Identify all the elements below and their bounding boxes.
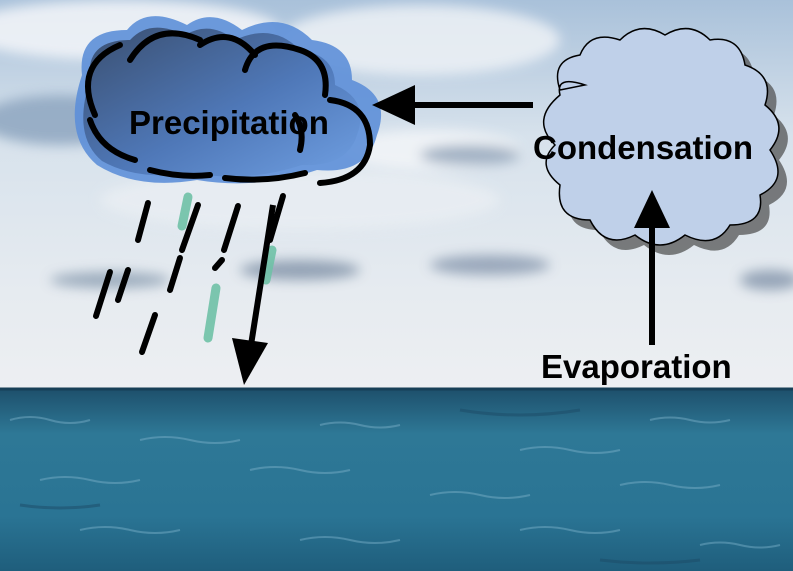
condensation-cloud-icon [542,27,788,255]
ocean-waves [9,416,781,549]
arrow-evaporation-to-condensation [634,190,670,345]
ocean-dark-streaks [19,408,701,565]
raindrops-icon [93,192,286,355]
arrow-precipitation-to-ocean [232,204,276,385]
precipitation-label: Precipitation [129,104,329,141]
ocean [0,388,793,571]
evaporation-label: Evaporation [541,348,732,385]
arrow-condensation-to-precipitation [372,85,533,125]
precipitation-cloud-icon [74,16,382,186]
condensation-label: Condensation [533,129,753,166]
